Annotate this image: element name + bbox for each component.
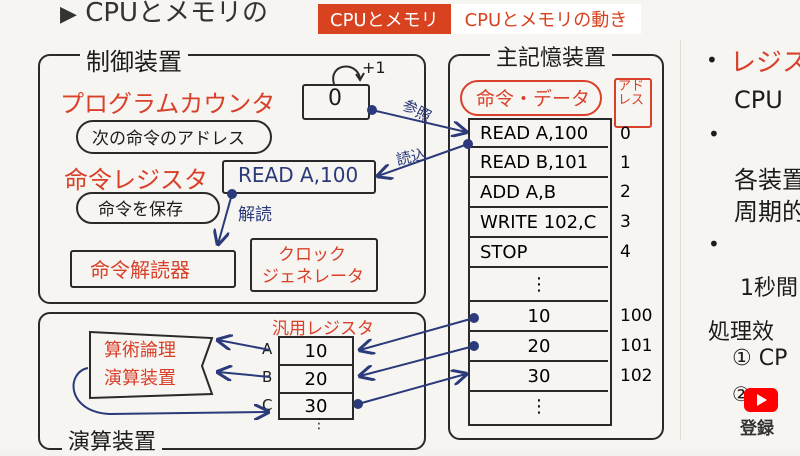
partial-heading-text: CPUとメモリの — [85, 0, 269, 28]
increment-loop-icon — [332, 65, 365, 85]
registers-label: 汎用レジスタ — [272, 319, 374, 339]
decoder-label: 命令解読器 — [90, 258, 190, 282]
control-unit-label: 制御装置 — [80, 42, 188, 77]
memory-bubble-text: 命令・データ — [476, 88, 591, 110]
alu-line1: 算術論理 — [104, 340, 176, 361]
memory-row-2: ADD A,B — [470, 178, 608, 208]
pc-increment: +1 — [362, 58, 386, 77]
memory-row-7: 20 — [470, 332, 608, 362]
memory-row-3: WRITE 102,C — [470, 208, 608, 238]
pc-value: 0 — [328, 86, 342, 111]
side-bullet-3: • — [708, 232, 720, 256]
subscribe-label[interactable]: 登録 — [740, 419, 774, 439]
memory-column — [468, 118, 612, 426]
memory-label: 主記憶装置 — [490, 40, 613, 72]
side-line-6: 処理效 — [708, 320, 775, 345]
pc-note: 次の命令のアドレス — [92, 129, 245, 149]
side-line-7: ① CP — [732, 346, 788, 371]
topic-tag: CPUとメモリ — [318, 4, 451, 34]
instruction-register-label: 命令レジスタ — [64, 166, 208, 194]
memory-address-0: 0 — [620, 124, 631, 144]
ir-note: 命令を保存 — [98, 200, 183, 220]
alu-shape — [89, 330, 214, 400]
clock-line1: クロック — [278, 245, 346, 265]
partial-heading: ▶ CPUとメモリの — [60, 0, 269, 28]
memory-address-3: 3 — [620, 212, 631, 232]
register-c: 30 — [278, 392, 354, 420]
side-line-2: CPU — [734, 86, 783, 114]
address-header: アドレス — [618, 79, 645, 108]
side-bullet-1: • — [706, 48, 718, 72]
register-more: ⋮ — [312, 416, 326, 432]
clock-line2: ジェネレータ — [262, 267, 364, 287]
memory-row-0: READ A,100 — [470, 120, 608, 148]
title-bar: CPUとメモリ CPUとメモリの動き — [318, 4, 642, 34]
memory-address-6: 100 — [620, 306, 653, 326]
pc-note-bubble — [76, 120, 272, 154]
register-a: 10 — [278, 336, 354, 364]
address-header-box — [614, 78, 652, 128]
alu-line2: 演算装置 — [104, 368, 176, 389]
memory-row-8: 30 — [470, 362, 608, 392]
ir-value: READ A,100 — [238, 163, 359, 187]
memory-address-4: 4 — [620, 242, 631, 262]
side-bullet-2: • — [708, 122, 720, 146]
memory-bubble — [460, 80, 602, 116]
decode-label: 解読 — [238, 205, 272, 225]
subtitle-tag: CPUとメモリの動き — [450, 4, 642, 34]
side-line-3: 各装置 — [734, 166, 800, 194]
side-line-1: レジス — [730, 48, 800, 78]
memory-row-4: STOP — [470, 238, 608, 268]
memory-row-6: 10 — [470, 302, 608, 332]
memory-row-9: ⋮ — [530, 395, 548, 417]
control-unit-frame — [38, 54, 426, 304]
side-divider — [680, 40, 681, 440]
clock-generator-box — [250, 238, 378, 292]
memory-address-1: 1 — [620, 153, 631, 173]
ir-note-bubble — [76, 192, 220, 224]
program-counter-box — [302, 84, 370, 120]
side-line-5: 1秒間 — [740, 276, 798, 301]
memory-row-5: ⋮ — [470, 268, 608, 302]
decoder-box — [70, 250, 236, 288]
memory-row-1: READ B,101 — [470, 148, 608, 178]
register-b: 20 — [278, 364, 354, 392]
side-line-4: 周期的 — [734, 198, 800, 226]
memory-address-7: 101 — [620, 336, 653, 356]
memory-address-8: 102 — [620, 366, 653, 386]
youtube-subscribe-icon[interactable] — [744, 388, 778, 412]
program-counter-label: プログラムカウンタ — [60, 90, 276, 118]
memory-address-2: 2 — [620, 182, 631, 202]
